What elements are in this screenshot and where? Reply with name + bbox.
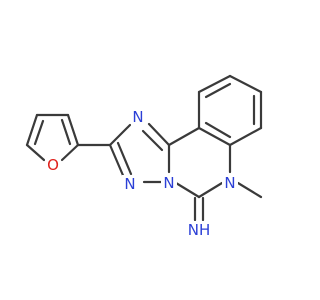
atom-n6: N [222, 174, 238, 192]
bond-c10b-n1-b [141, 129, 164, 152]
bond-benzene-2 [228, 74, 263, 94]
bond-c10b-n1-a [147, 122, 171, 147]
bond-benzene-5 [197, 126, 232, 147]
atom-label-n1: N [132, 108, 143, 126]
molecule-structure-diagram: N N N N O NH [25, 74, 263, 239]
bond-furan-5 [60, 143, 80, 162]
bond-benzene-double-3 [204, 121, 232, 139]
bond-furan-3 [25, 113, 39, 147]
bond-furan-4 [25, 143, 46, 162]
bond-n1-c2 [108, 123, 132, 147]
atom-label-o1: O [47, 156, 59, 174]
atom-n1: N [131, 108, 145, 126]
atom-label-n6: N [224, 174, 235, 192]
bond-furan-double-2 [33, 119, 45, 146]
atom-label-nh: NH [188, 221, 211, 239]
bond-c2-n3-b [116, 141, 133, 176]
atom-nh: NH [186, 221, 212, 239]
atom-label-n3: N [124, 175, 135, 193]
bond-furan-double-1 [60, 118, 72, 146]
atom-n4: N [161, 174, 177, 192]
bond-c10b-c10a [167, 126, 201, 147]
atom-label-n4: N [163, 174, 174, 192]
bond-benzene-1 [197, 74, 232, 94]
bond-c5-n4 [174, 181, 201, 199]
atom-n3: N [122, 175, 138, 193]
bond-c2-n3-a [108, 143, 127, 182]
bond-n6-c5 [197, 181, 224, 199]
bond-furan-1 [66, 113, 80, 147]
bond-benzene-double-1 [204, 82, 232, 99]
bond-n6-methyl [236, 181, 263, 199]
atom-labels: N N N N O NH [45, 108, 238, 239]
bond-benzene-4 [228, 126, 263, 147]
atom-o1: O [45, 156, 61, 174]
bonds [25, 74, 263, 222]
